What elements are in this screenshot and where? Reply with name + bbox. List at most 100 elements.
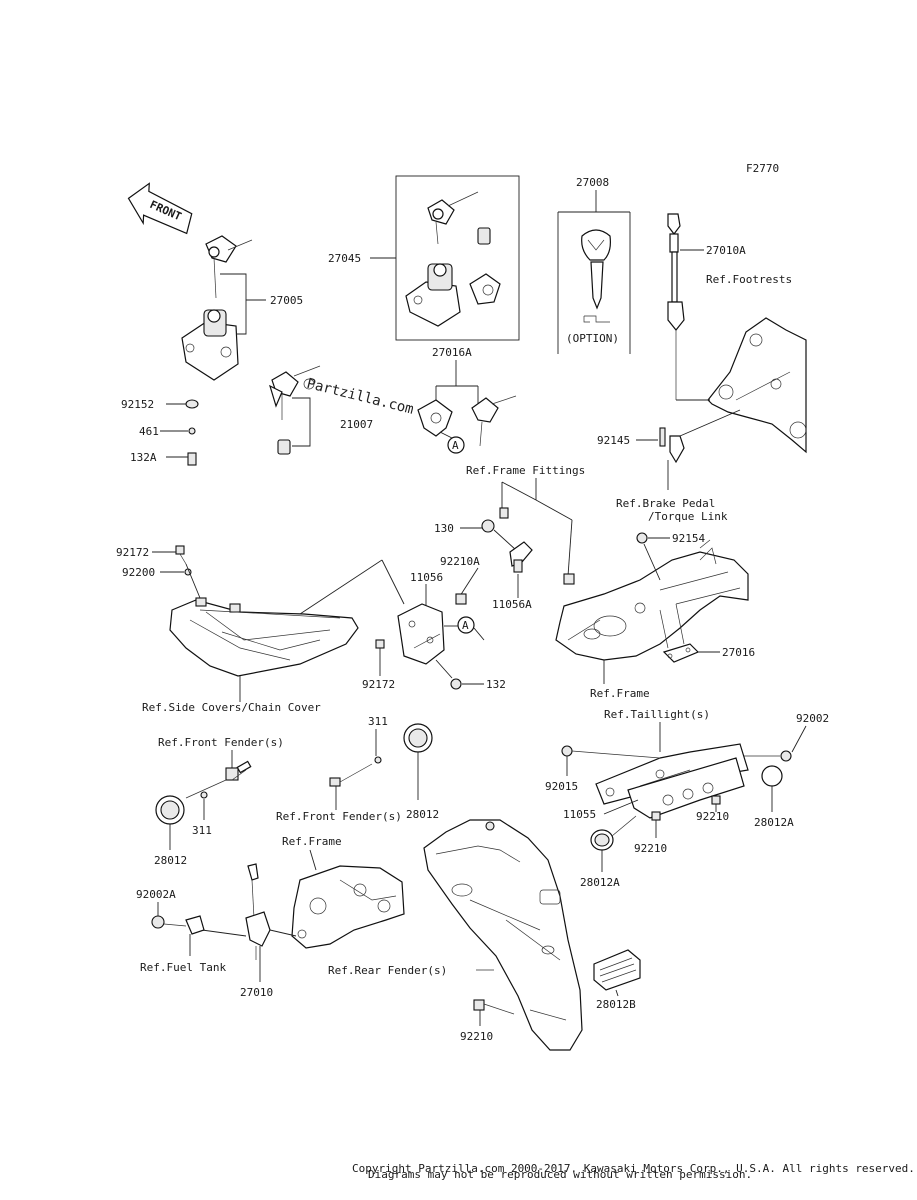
- part-21007-cylinder: [277, 439, 291, 455]
- option-label: (OPTION): [566, 332, 619, 345]
- diagram-code: F2770: [746, 162, 779, 175]
- part-27016A-lock: [417, 399, 453, 437]
- part-28012-right: [403, 723, 433, 753]
- ref-side-covers: Ref.Side Covers/Chain Cover: [142, 701, 321, 714]
- part-92210-bottom: [473, 999, 485, 1011]
- part-label-132A: 132A: [130, 451, 157, 464]
- ref-brake-pedal: Ref.Brake Pedal: [616, 497, 715, 510]
- part-28012A-left: [590, 829, 614, 851]
- footer-copyright-2: Diagrams may not be reproduced without w…: [368, 1168, 752, 1181]
- part-21007-keys: [269, 365, 321, 420]
- part-92154: [636, 532, 648, 544]
- part-label-92002A: 92002A: [136, 888, 176, 901]
- part-frame-fitting-spacer: [563, 573, 575, 585]
- part-27010: [245, 863, 271, 960]
- part-front-bolt-left: [225, 760, 252, 781]
- part-92145: [659, 427, 685, 464]
- part-label-27010: 27010: [240, 986, 273, 999]
- part-11056A: [509, 541, 533, 573]
- callout-a-top: [447, 436, 465, 454]
- part-92210-upper: [711, 795, 721, 805]
- part-label-28012-left: 28012: [154, 854, 187, 867]
- frame-main: [555, 547, 749, 661]
- ref-front-fender-1: Ref.Front Fender(s): [158, 736, 284, 749]
- taillight-bracket-lower: [627, 757, 745, 819]
- part-92210-mid: [651, 811, 661, 821]
- bracket-11056: [397, 603, 445, 665]
- part-label-92145: 92145: [597, 434, 630, 447]
- part-label-311-right: 311: [368, 715, 388, 728]
- part-label-28012-right: 28012: [406, 808, 439, 821]
- part-label-92015: 92015: [545, 780, 578, 793]
- callout-a-top-label: A: [452, 439, 459, 452]
- side-cover: [169, 597, 359, 677]
- watermark-copyright-icon: [303, 378, 315, 390]
- part-fuel-tank-clip: [185, 915, 205, 935]
- part-27008-key: [581, 229, 611, 310]
- part-27005-keys: [205, 235, 253, 299]
- part-label-27010A: 27010A: [706, 244, 746, 257]
- part-132A: [187, 452, 197, 466]
- ref-footrests: Ref.Footrests: [706, 273, 792, 286]
- part-27045-switch: [405, 263, 461, 327]
- ref-frame-fittings: Ref.Frame Fittings: [466, 464, 585, 477]
- part-label-92200: 92200: [122, 566, 155, 579]
- part-27016A-key: [471, 395, 517, 447]
- part-label-28012B: 28012B: [596, 998, 636, 1011]
- part-label-92172-top: 92172: [116, 546, 149, 559]
- part-label-92152: 92152: [121, 398, 154, 411]
- part-label-11056A: 11056A: [492, 598, 532, 611]
- ref-rear-fender: Ref.Rear Fender(s): [328, 964, 447, 977]
- part-label-27045: 27045: [328, 252, 361, 265]
- part-label-21007: 21007: [340, 418, 373, 431]
- part-label-27016A: 27016A: [432, 346, 472, 359]
- part-label-28012A-right: 28012A: [754, 816, 794, 829]
- part-label-92210A: 92210A: [440, 555, 480, 568]
- part-27045-cylinder: [477, 227, 491, 245]
- ref-fuel-tank: Ref.Fuel Tank: [140, 961, 226, 974]
- part-label-92210-bottom: 92210: [460, 1030, 493, 1043]
- part-label-130: 130: [434, 522, 454, 535]
- part-130: [481, 519, 495, 533]
- part-frame-fitting-bolt: [499, 507, 509, 519]
- part-28012B: [593, 949, 641, 991]
- part-label-27005: 27005: [270, 294, 303, 307]
- part-461: [188, 427, 196, 435]
- part-label-461: 461: [139, 425, 159, 438]
- part-27016: [662, 643, 700, 663]
- part-27010A: [667, 213, 685, 400]
- part-label-92210-mid: 92210: [634, 842, 667, 855]
- ref-front-fender-2: Ref.Front Fender(s): [276, 810, 402, 823]
- part-92015: [561, 745, 573, 757]
- ref-torque-link: /Torque Link: [648, 510, 728, 523]
- key-blank-icon: [583, 315, 610, 323]
- part-92172-top: [175, 545, 187, 565]
- part-27045-lock: [469, 273, 501, 305]
- part-92002A: [151, 915, 165, 929]
- part-132: [450, 678, 462, 690]
- ref-taillight: Ref.Taillight(s): [604, 708, 710, 721]
- part-label-132: 132: [486, 678, 506, 691]
- part-label-27016: 27016: [722, 646, 755, 659]
- part-label-11056: 11056: [410, 571, 443, 584]
- front-arrow: FRONT: [127, 182, 193, 235]
- part-label-11055: 11055: [563, 808, 596, 821]
- kit-27045-box: [395, 175, 520, 341]
- part-311-right: [374, 756, 382, 764]
- part-label-92172-bottom: 92172: [362, 678, 395, 691]
- part-92152: [185, 399, 199, 409]
- part-label-28012A-left: 28012A: [580, 876, 620, 889]
- rear-fender: [423, 819, 583, 1051]
- part-label-92002: 92002: [796, 712, 829, 725]
- part-27045-keys: [427, 191, 479, 245]
- ref-frame-lower: Ref.Frame: [282, 835, 342, 848]
- part-label-27008: 27008: [576, 176, 609, 189]
- part-92002: [780, 750, 792, 762]
- part-28012-left: [155, 795, 185, 825]
- part-label-92210-upper: 92210: [696, 810, 729, 823]
- part-27005-switch: [181, 309, 239, 381]
- part-92210A: [455, 593, 467, 605]
- callout-a-bottom: [457, 616, 475, 634]
- frame-lower-bracket: [291, 865, 405, 949]
